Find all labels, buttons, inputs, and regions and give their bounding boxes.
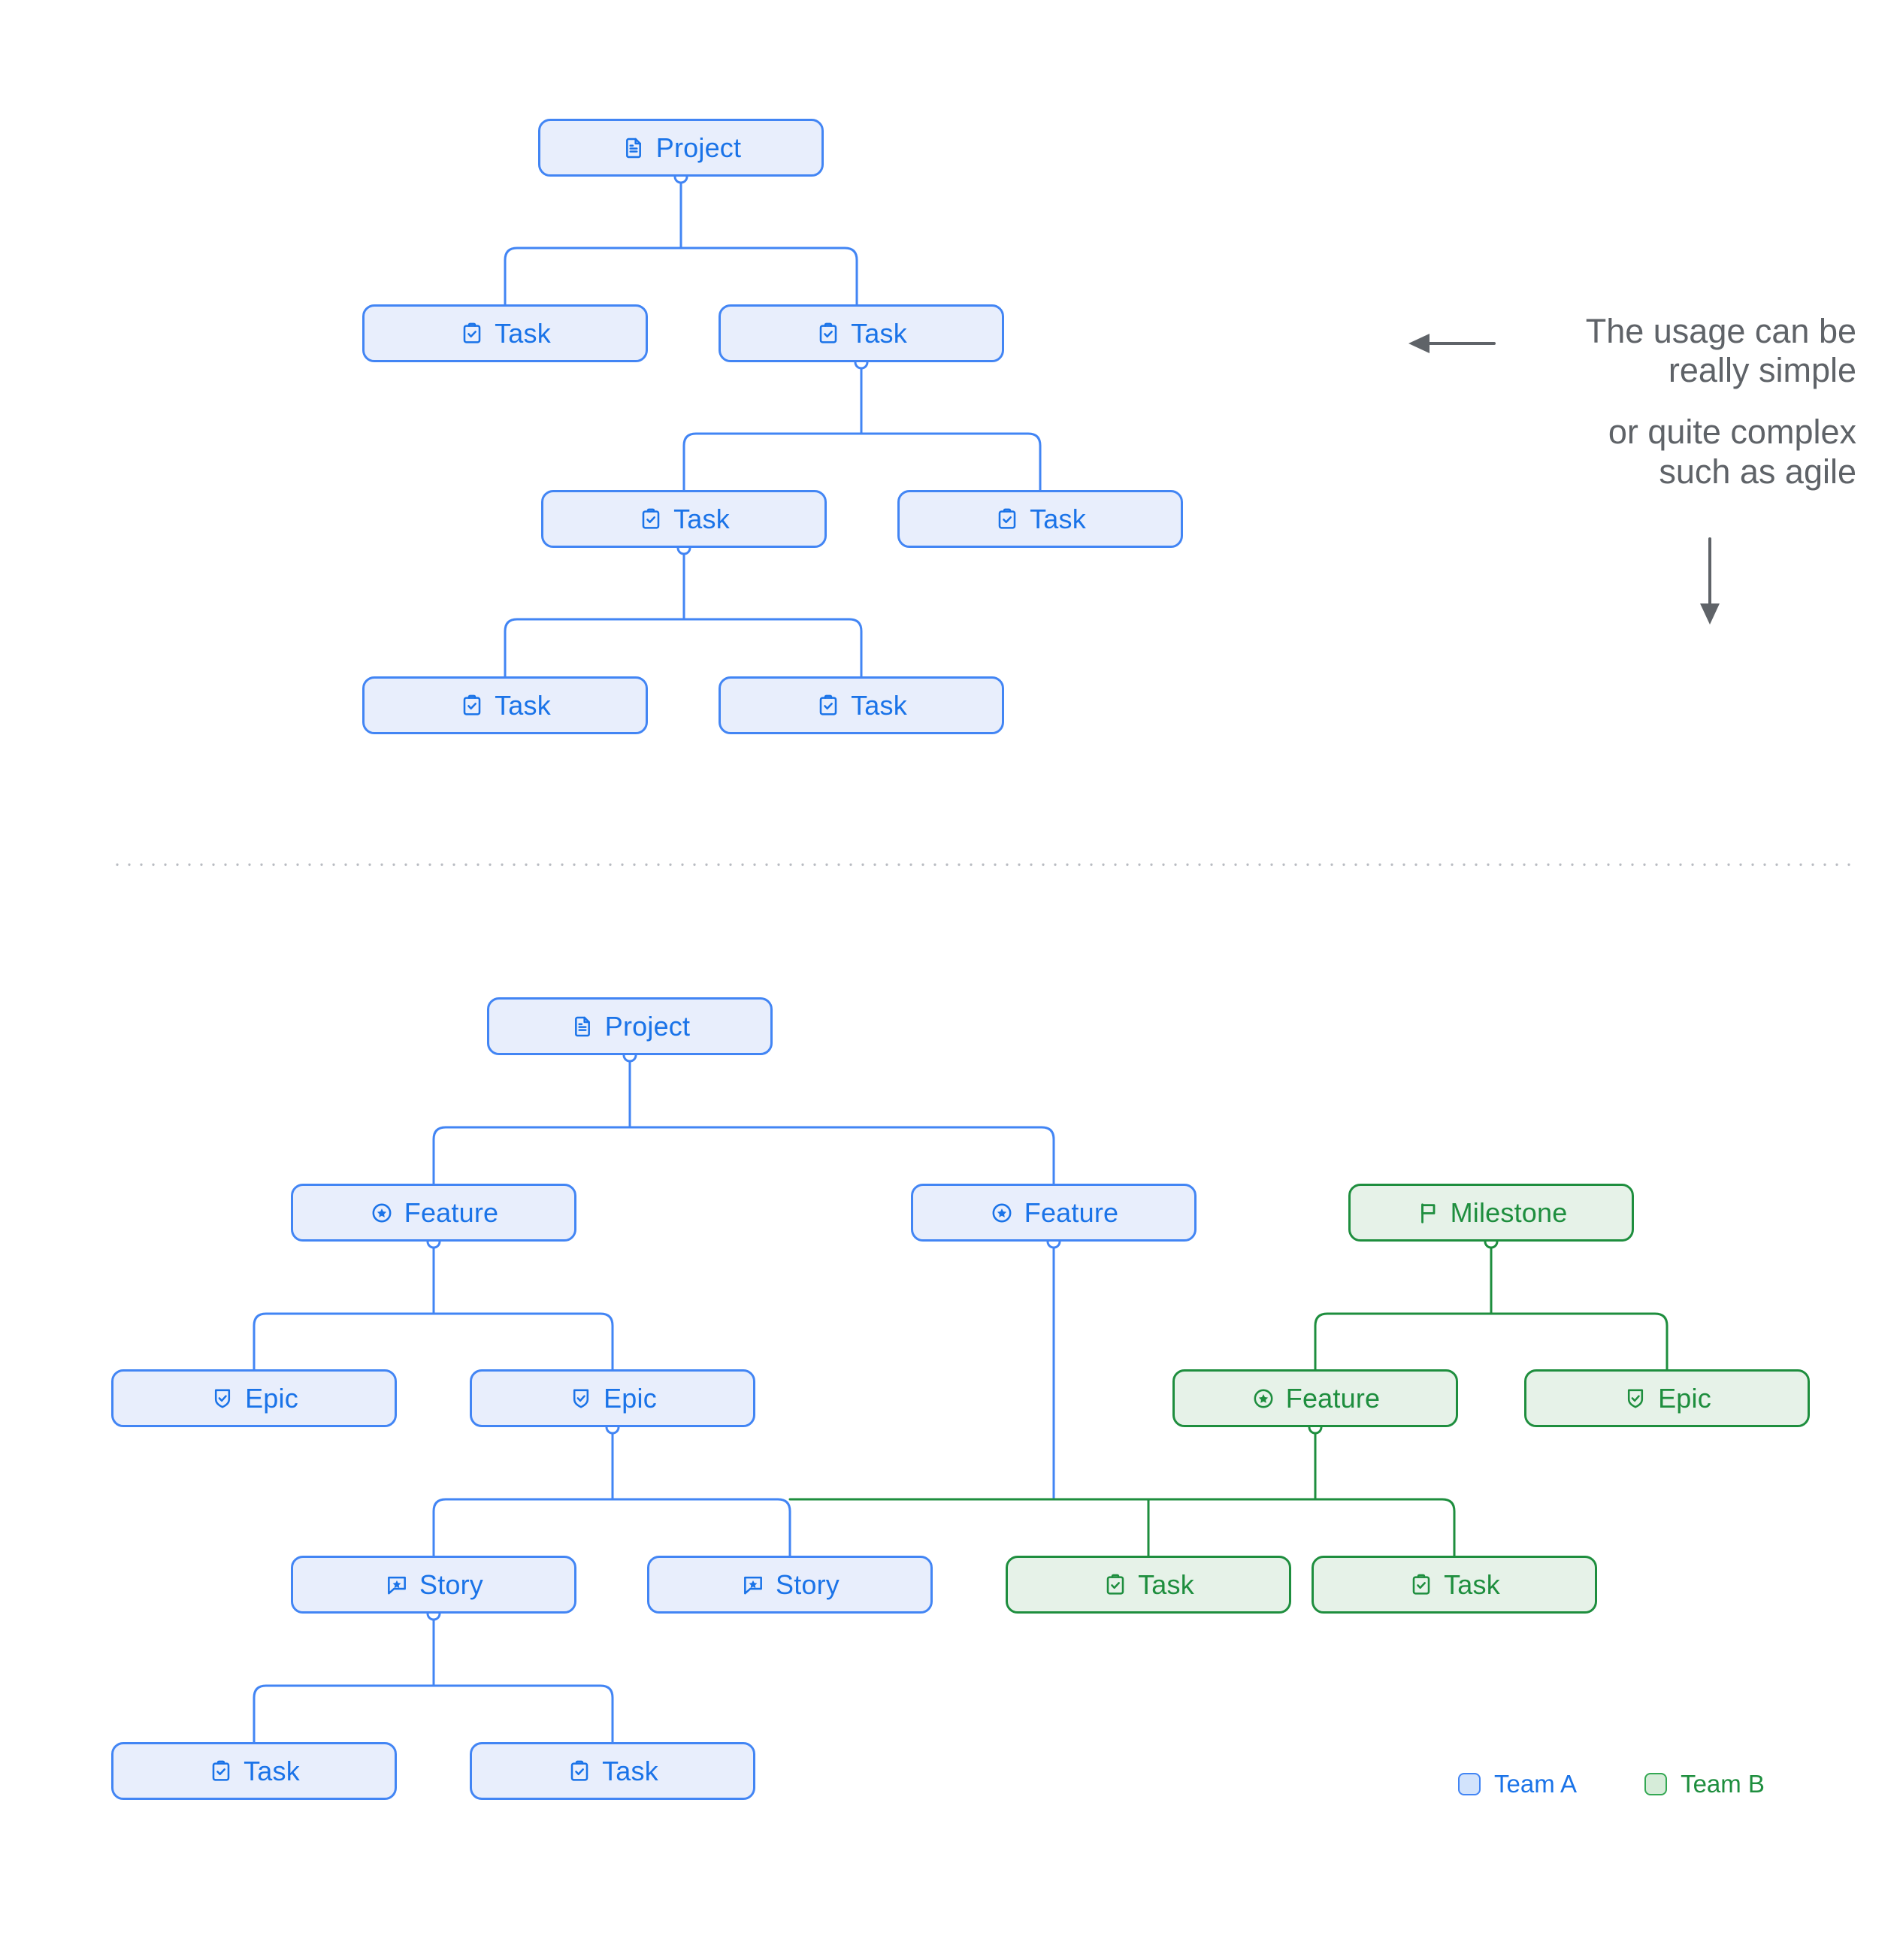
edge-bus-row2 <box>682 432 1042 492</box>
node-task-simple-6[interactable]: Task <box>719 676 1004 734</box>
document-icon <box>570 1014 595 1039</box>
node-task-simple-4[interactable]: Task <box>897 490 1183 548</box>
node-label: Task <box>495 689 551 721</box>
node-label: Feature <box>1024 1196 1119 1228</box>
node-label: Epic <box>245 1382 298 1414</box>
node-task-simple-5[interactable]: Task <box>362 676 648 734</box>
node-label: Milestone <box>1450 1196 1568 1228</box>
node-label: Epic <box>1658 1382 1711 1414</box>
story-icon <box>384 1572 410 1598</box>
node-project-simple[interactable]: Project <box>538 119 824 177</box>
epic-icon <box>568 1386 594 1411</box>
node-label: Feature <box>1285 1382 1381 1414</box>
node-milestone[interactable]: Milestone <box>1348 1184 1634 1242</box>
node-label: Story <box>775 1568 840 1600</box>
task-icon <box>208 1759 234 1784</box>
node-task-green-1[interactable]: Task <box>1006 1556 1291 1614</box>
task-icon <box>567 1759 592 1784</box>
edge-bus-features <box>432 1126 1055 1185</box>
node-task-agile-2[interactable]: Task <box>470 1742 755 1800</box>
node-label: Task <box>851 317 907 349</box>
feature-icon <box>1251 1386 1276 1411</box>
legend-swatch-green <box>1644 1773 1668 1795</box>
simple-edges <box>504 175 1042 678</box>
node-task-simple-2[interactable]: Task <box>719 304 1004 362</box>
annotation-line-4: such as agile <box>1659 452 1856 491</box>
legend-label: Team B <box>1681 1770 1765 1798</box>
annotation-paragraph-1: The usage can be really simple <box>1405 312 1856 390</box>
legend-item-team-b[interactable]: Team B <box>1644 1770 1765 1798</box>
node-feature-green[interactable]: Feature <box>1172 1369 1458 1427</box>
node-label: Story <box>419 1568 484 1600</box>
node-label: Task <box>1444 1568 1500 1600</box>
node-task-agile-1[interactable]: Task <box>111 1742 397 1800</box>
node-label: Task <box>673 503 730 534</box>
edge-bus-row3 <box>504 618 863 678</box>
edge-bus-epics <box>253 1312 614 1371</box>
task-icon <box>815 321 841 346</box>
node-label: Project <box>604 1010 691 1042</box>
node-task-green-2[interactable]: Task <box>1312 1556 1597 1614</box>
node-label: Feature <box>404 1196 499 1228</box>
node-task-simple-3[interactable]: Task <box>541 490 827 548</box>
node-label: Task <box>244 1755 300 1786</box>
annotation-line-2: really simple <box>1668 351 1856 390</box>
node-project-agile[interactable]: Project <box>487 997 773 1055</box>
arrow-left-icon <box>1408 334 1496 353</box>
task-icon <box>638 507 664 532</box>
annotation-line-3: or quite complex <box>1608 413 1856 452</box>
node-epic-green[interactable]: Epic <box>1524 1369 1810 1427</box>
edge-bus-green-tasks-right <box>788 1498 1456 1557</box>
node-feature-agile-2[interactable]: Feature <box>911 1184 1197 1242</box>
node-label: Task <box>495 317 551 349</box>
arrow-down-icon <box>1700 537 1720 625</box>
legend-item-team-a[interactable]: Team A <box>1458 1770 1577 1798</box>
feature-icon <box>369 1200 395 1226</box>
edge-bus-milestone-children <box>1314 1312 1669 1371</box>
annotation-line-1: The usage can be <box>1585 312 1856 350</box>
task-icon <box>459 321 485 346</box>
annotation-paragraph-2: or quite complex such as agile <box>1405 413 1856 491</box>
edge-bus-stories <box>432 1498 791 1557</box>
legend-label: Team A <box>1494 1770 1578 1798</box>
task-icon <box>1408 1572 1434 1598</box>
task-icon <box>1103 1572 1128 1598</box>
section-divider <box>111 863 1853 867</box>
node-label: Task <box>851 689 907 721</box>
node-feature-agile-1[interactable]: Feature <box>291 1184 576 1242</box>
node-label: Task <box>1138 1568 1194 1600</box>
task-icon <box>994 507 1020 532</box>
agile-blue-connector-dots <box>426 1048 1061 1621</box>
document-icon <box>621 135 646 161</box>
node-label: Project <box>655 132 742 163</box>
task-icon <box>459 693 485 718</box>
task-icon <box>815 693 841 718</box>
edge-bus-bottom-tasks <box>253 1684 614 1744</box>
node-label: Epic <box>604 1382 657 1414</box>
node-label: Task <box>602 1755 658 1786</box>
legend: Team A Team B <box>1458 1770 1765 1798</box>
feature-icon <box>989 1200 1015 1226</box>
node-story-1[interactable]: Story <box>291 1556 576 1614</box>
node-story-2[interactable]: Story <box>647 1556 933 1614</box>
story-icon <box>740 1572 766 1598</box>
epic-icon <box>210 1386 235 1411</box>
node-task-simple-1[interactable]: Task <box>362 304 648 362</box>
legend-swatch-blue <box>1458 1773 1481 1795</box>
node-epic-agile-1[interactable]: Epic <box>111 1369 397 1427</box>
annotation-block: The usage can be really simple or quite … <box>1405 312 1856 625</box>
node-label: Task <box>1030 503 1086 534</box>
edge-bus-row1 <box>504 247 858 306</box>
node-epic-agile-2[interactable]: Epic <box>470 1369 755 1427</box>
milestone-icon <box>1415 1200 1441 1226</box>
epic-icon <box>1623 1386 1648 1411</box>
